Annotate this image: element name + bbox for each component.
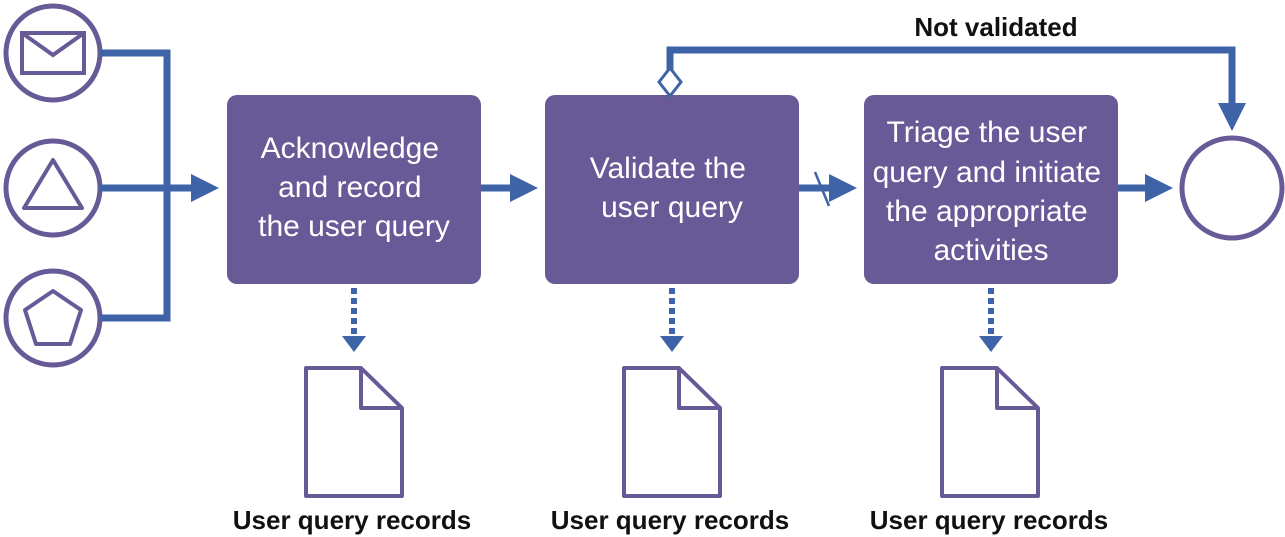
input-event-triangle — [3, 138, 103, 238]
task-line: Triage the user — [887, 116, 1088, 149]
document-icon — [940, 366, 1040, 498]
task-line: the user query — [258, 210, 450, 243]
document-label: User query records — [870, 505, 1108, 535]
svg-text:Triage the user query an: Triage the user query and initiate the a… — [873, 116, 1110, 267]
data-association-1 — [342, 288, 366, 352]
task-line: query and initiate — [873, 156, 1102, 189]
default-flow-slash — [813, 171, 831, 207]
task-line: the appropriate — [886, 195, 1088, 228]
task-line: Validate the — [590, 152, 746, 185]
document-icon — [304, 366, 404, 498]
end-circle-icon — [1179, 135, 1285, 241]
document-label: User query records — [551, 505, 789, 535]
triangle-icon — [22, 158, 84, 210]
task-acknowledge-record[interactable]: Acknowledge and record the user query — [227, 95, 481, 284]
data-association-2 — [660, 288, 684, 352]
task-line: user query — [601, 191, 743, 224]
input-merge-connector — [100, 49, 219, 322]
conditional-flow-diamond — [657, 65, 683, 99]
input-event-envelope — [3, 3, 103, 103]
svg-text:Validate the user query: Validate the user query — [590, 152, 755, 224]
not-validated-label: Not validated — [914, 12, 1077, 42]
task-line: Acknowledge — [261, 132, 439, 165]
task-triage-initiate[interactable]: Triage the user query and initiate the a… — [864, 95, 1118, 284]
input-event-pentagon — [3, 268, 103, 368]
flow-arrow-2-to-3 — [799, 171, 857, 207]
svg-text:Acknowledge and record: Acknowledge and record the user query — [258, 132, 450, 243]
task-line: and record — [278, 171, 421, 204]
pentagon-icon — [23, 289, 83, 346]
document-icon — [622, 366, 722, 498]
not-validated-flow — [657, 46, 1246, 131]
document-label: User query records — [233, 505, 471, 535]
task-line: activities — [933, 234, 1048, 267]
data-association-3 — [979, 288, 1003, 352]
envelope-icon — [20, 31, 86, 75]
task-validate[interactable]: Validate the user query — [545, 95, 799, 284]
